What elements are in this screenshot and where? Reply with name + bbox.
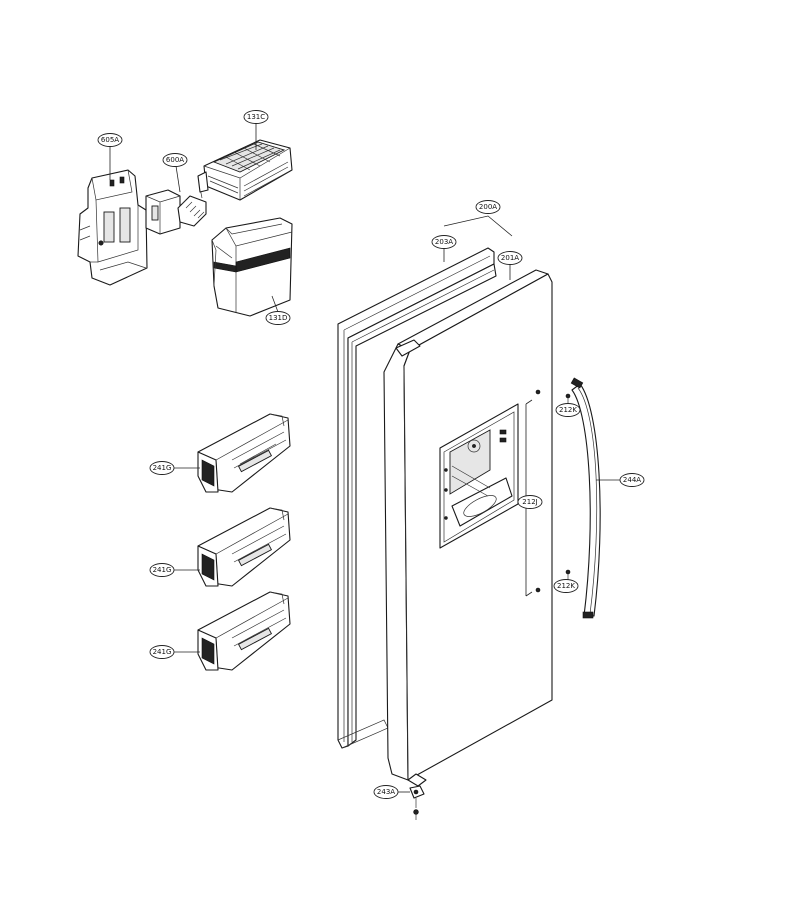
callout-203A: 203A	[431, 235, 457, 249]
svg-text:203A: 203A	[435, 238, 453, 246]
svg-text:241G: 241G	[153, 648, 172, 656]
svg-text:241G: 241G	[153, 566, 172, 574]
callout-605A: 605A	[97, 133, 123, 147]
svg-text:212K: 212K	[559, 406, 577, 414]
callout-244A: 244A	[619, 473, 645, 487]
svg-text:244A: 244A	[623, 476, 641, 484]
callout-241G-2: 241G	[149, 563, 175, 577]
svg-text:131C: 131C	[247, 113, 265, 121]
svg-text:212J: 212J	[522, 498, 537, 506]
door-assembly-201A	[383, 269, 553, 787]
door-bin-241G-2	[197, 507, 291, 587]
door-gasket-203A	[337, 247, 497, 749]
callout-212J: 212J	[517, 495, 543, 509]
ice-bracket-605A	[77, 169, 148, 286]
callout-600A: 600A	[162, 153, 188, 167]
svg-text:605A: 605A	[101, 136, 119, 144]
door-bin-241G-1	[197, 413, 291, 493]
ice-motor-600A	[145, 187, 207, 235]
screw-212K-top	[565, 393, 571, 404]
ice-bin-cover-131C	[197, 139, 293, 201]
callout-131C: 131C	[243, 110, 269, 124]
svg-text:600A: 600A	[166, 156, 184, 164]
callout-243A: 243A	[373, 785, 399, 799]
callout-212K-top: 212K	[555, 403, 581, 417]
callout-201A: 201A	[497, 251, 523, 265]
svg-text:243A: 243A	[377, 788, 395, 796]
callout-212K-bottom: 212K	[553, 579, 579, 593]
hinge-pin-243A	[409, 785, 425, 820]
screw-212K-bottom	[565, 569, 571, 580]
ice-bin-131D	[211, 217, 293, 317]
door-bin-241G-3	[197, 591, 291, 671]
svg-text:212K: 212K	[557, 582, 575, 590]
svg-text:200A: 200A	[479, 203, 497, 211]
leader-lines	[109, 123, 620, 793]
callout-241G-1: 241G	[149, 461, 175, 475]
callout-200A: 200A	[475, 200, 501, 214]
door-handle-244A	[570, 377, 601, 619]
svg-text:241G: 241G	[153, 464, 172, 472]
callout-131D: 131D	[265, 311, 291, 325]
svg-text:201A: 201A	[501, 254, 519, 262]
svg-text:131D: 131D	[269, 314, 288, 322]
callout-241G-3: 241G	[149, 645, 175, 659]
